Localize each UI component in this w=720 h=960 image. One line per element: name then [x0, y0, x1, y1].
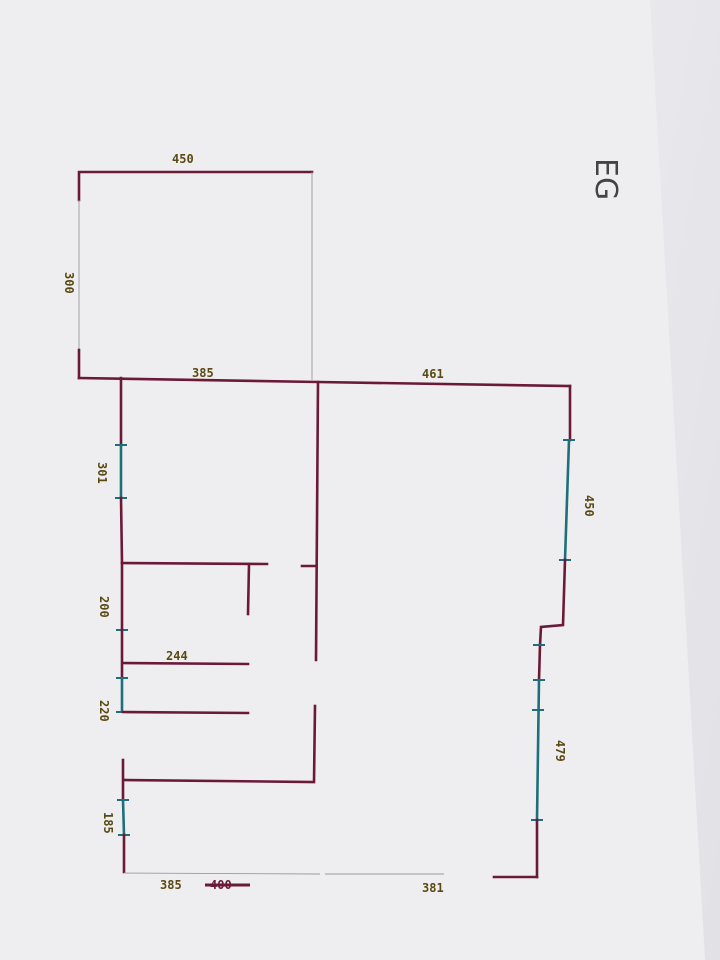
- dim-middle-wall: 385: [192, 366, 214, 380]
- dim-right-lower: 479: [553, 740, 567, 762]
- right-dimension-upper: [563, 439, 571, 561]
- dim-top-room-depth: 300: [62, 272, 76, 294]
- dim-right-upper: 450: [582, 495, 596, 517]
- paper-sheet: [0, 0, 705, 960]
- central-wall-lower: [122, 704, 317, 784]
- dim-bottom-right: 381: [422, 881, 444, 895]
- inner-room-divider: [246, 562, 251, 616]
- right-wall-step: [538, 558, 567, 647]
- dim-left-4: 185: [101, 812, 115, 834]
- dim-left-1: 301: [95, 462, 109, 484]
- floor-label: EG: [588, 158, 623, 200]
- dim-bottom-left: 385: [160, 878, 182, 892]
- inner-wall-lower: [121, 710, 250, 715]
- inner-room-top: [120, 561, 269, 566]
- left-dimension-4: [121, 799, 126, 836]
- dim-left-2: 200: [97, 596, 111, 618]
- dim-top-room-width: 450: [172, 152, 194, 166]
- dim-left-3: 220: [97, 700, 111, 722]
- dim-right-top-wall: 461: [422, 367, 444, 381]
- inner-wall-244: [121, 661, 250, 666]
- dim-inner-wall: 244: [166, 649, 188, 663]
- right-dimension-lower: [535, 679, 541, 821]
- bottom-line-left: [123, 872, 321, 875]
- central-wall-upper: [314, 380, 320, 662]
- top-room-wall: [77, 170, 314, 202]
- left-wall-2: [119, 496, 124, 565]
- right-wall-mid: [537, 643, 542, 682]
